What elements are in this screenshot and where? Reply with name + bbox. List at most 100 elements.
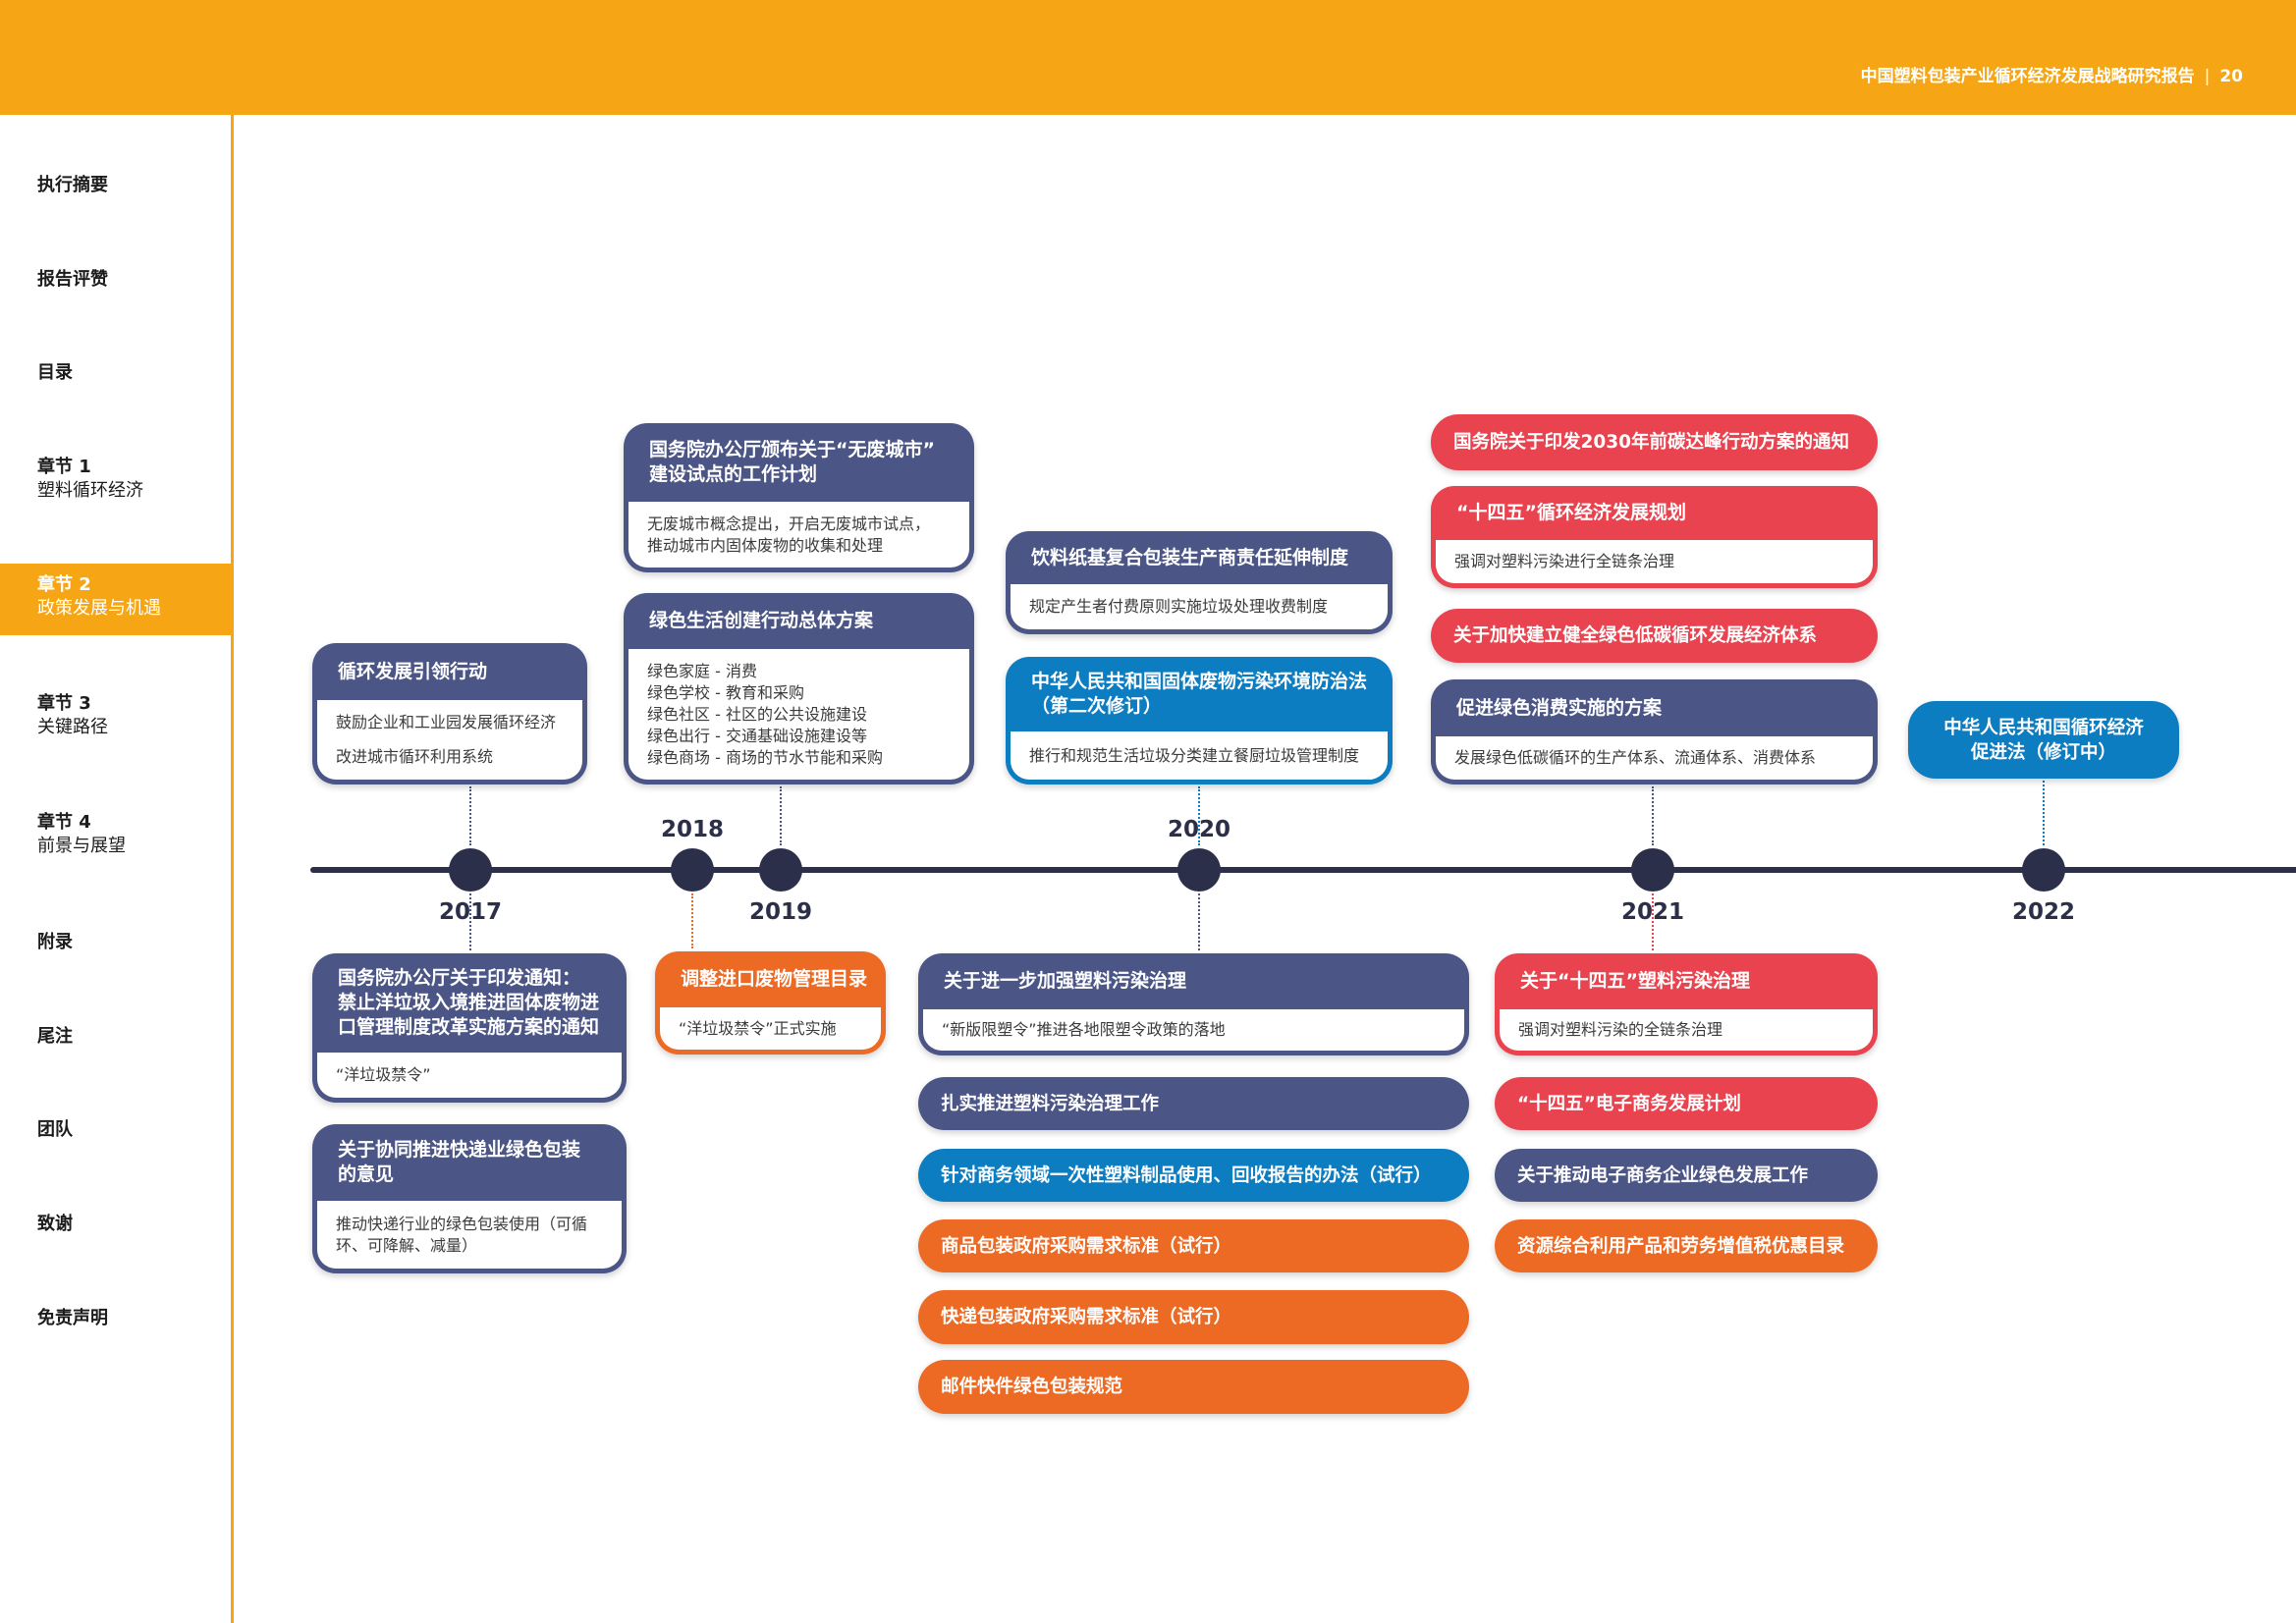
sidebar-item-chapter-4[interactable]: 章节 4 前景与展望 bbox=[37, 811, 226, 858]
policy-card: 关于“十四五”塑料污染治理 强调对塑料污染的全链条治理 bbox=[1495, 953, 1878, 1055]
connector-2022-above bbox=[2043, 781, 2045, 845]
policy-pill: 商品包装政府采购需求标准（试行） bbox=[918, 1219, 1469, 1272]
policy-card-title: 国务院办公厅关于印发通知： 禁止洋垃圾入境推进固体废物进 口管理制度改革实施方案… bbox=[338, 967, 600, 1038]
policy-card: 国务院办公厅颁布关于“无废城市” 建设试点的工作计划 无废城市概念提出，开启无废… bbox=[624, 423, 974, 572]
policy-card-line: 改进城市循环利用系统 bbox=[336, 746, 494, 766]
timeline-marker-2021 bbox=[1631, 848, 1674, 892]
policy-pill-title: 关于加快建立健全绿色低碳循环发展经济体系 bbox=[1453, 625, 1818, 646]
sidebar-item-label: 报告评赞 bbox=[37, 269, 108, 290]
timeline-marker-2018 bbox=[671, 848, 714, 892]
policy-card-title: 关于“十四五”塑料污染治理 bbox=[1520, 970, 1750, 992]
sidebar-item-label: 免责声明 bbox=[37, 1308, 108, 1328]
policy-pill-title: 邮件快件绿色包装规范 bbox=[941, 1377, 1123, 1397]
policy-card-line: 绿色商场 - 商场的节水节能和采购 bbox=[647, 747, 883, 767]
policy-card-line: 绿色家庭 - 消费 bbox=[647, 661, 757, 680]
policy-card-title: 循环发展引领行动 bbox=[338, 660, 488, 682]
policy-card-line: 鼓励企业和工业园发展循环经济 bbox=[336, 713, 557, 732]
policy-pill-title: 快递包装政府采购需求标准（试行） bbox=[941, 1307, 1232, 1327]
sidebar-item-subtitle: 关键路径 bbox=[37, 717, 108, 737]
timeline-axis bbox=[310, 867, 2296, 873]
policy-card-title: 调整进口废物管理目录 bbox=[681, 968, 868, 990]
policy-pill: 针对商务领域一次性塑料制品使用、回收报告的办法（试行） bbox=[918, 1149, 1469, 1202]
policy-card: 循环发展引领行动 鼓励企业和工业园发展循环经济 改进城市循环利用系统 bbox=[312, 643, 587, 784]
timeline-marker-2020 bbox=[1177, 848, 1221, 892]
policy-card-body: 绿色家庭 - 消费 绿色学校 - 教育和采购 绿色社区 - 社区的公共设施建设 … bbox=[629, 649, 969, 780]
policy-card-title: “十四五”循环经济发展规划 bbox=[1456, 502, 1686, 523]
policy-card-title: 关于进一步加强塑料污染治理 bbox=[944, 970, 1187, 992]
connector-2018-below bbox=[691, 893, 693, 948]
policy-pill-title: 关于推动电子商务企业绿色发展工作 bbox=[1517, 1164, 1809, 1186]
policy-pill: “十四五”电子商务发展计划 bbox=[1495, 1077, 1878, 1130]
sidebar-item-label: 章节 4 bbox=[37, 812, 91, 833]
sidebar-item-team[interactable]: 团队 bbox=[37, 1118, 226, 1142]
policy-card: 关于进一步加强塑料污染治理 “新版限塑令”推进各地限塑令政策的落地 bbox=[918, 953, 1469, 1055]
sidebar-item-label: 章节 1 bbox=[37, 457, 91, 477]
sidebar-item-chapter-1[interactable]: 章节 1 塑料循环经济 bbox=[37, 456, 226, 503]
sidebar-item-report-reviews[interactable]: 报告评赞 bbox=[37, 268, 226, 292]
policy-pill-title: 资源综合利用产品和劳务增值税优惠目录 bbox=[1517, 1235, 1845, 1257]
connector-2021-above bbox=[1652, 786, 1654, 845]
sidebar-item-appendix[interactable]: 附录 bbox=[37, 931, 226, 954]
policy-card-body: 推行和规范生活垃圾分类建立餐厨垃圾管理制度 bbox=[1011, 731, 1388, 780]
policy-card-body: 鼓励企业和工业园发展循环经济 改进城市循环利用系统 bbox=[317, 700, 582, 780]
policy-pill: 扎实推进塑料污染治理工作 bbox=[918, 1077, 1469, 1130]
policy-card-title: 绿色生活创建行动总体方案 bbox=[649, 610, 874, 631]
sidebar-divider bbox=[231, 115, 234, 1623]
sidebar-item-label: 团队 bbox=[37, 1119, 73, 1140]
policy-pill-title: “十四五”电子商务发展计划 bbox=[1517, 1093, 1741, 1114]
policy-card-line: 绿色社区 - 社区的公共设施建设 bbox=[647, 704, 867, 724]
policy-card: 饮料纸基复合包装生产商责任延伸制度 规定产生者付费原则实施垃圾处理收费制度 bbox=[1006, 531, 1393, 634]
sidebar-item-chapter-2[interactable]: 章节 2 政策发展与机遇 bbox=[37, 573, 226, 621]
report-running-title: 中国塑料包装产业循环经济发展战略研究报告|20 bbox=[1861, 65, 2243, 88]
sidebar-item-executive-summary[interactable]: 执行摘要 bbox=[37, 174, 226, 197]
policy-card: 关于协同推进快递业绿色包装 的意见 推动快递行业的绿色包装使用（可循 环、可降解… bbox=[312, 1124, 627, 1273]
policy-card: 促进绿色消费实施的方案 发展绿色低碳循环的生产体系、流通体系、消费体系 bbox=[1431, 679, 1878, 784]
sidebar-item-subtitle: 前景与展望 bbox=[37, 836, 126, 856]
header-bar: 中国塑料包装产业循环经济发展战略研究报告|20 bbox=[0, 0, 2296, 115]
policy-card: 绿色生活创建行动总体方案 绿色家庭 - 消费 绿色学校 - 教育和采购 绿色社区… bbox=[624, 593, 974, 784]
year-label-2017: 2017 bbox=[438, 899, 502, 925]
policy-card: 调整进口废物管理目录 “洋垃圾禁令”正式实施 bbox=[655, 951, 886, 1055]
policy-card: “十四五”循环经济发展规划 强调对塑料污染进行全链条治理 bbox=[1431, 486, 1878, 588]
sidebar-item-contents[interactable]: 目录 bbox=[37, 361, 226, 385]
year-label-2021: 2021 bbox=[1620, 899, 1684, 925]
policy-card-line: 绿色学校 - 教育和采购 bbox=[647, 682, 804, 702]
sidebar-item-label: 附录 bbox=[37, 932, 73, 952]
policy-pill-title: 中华人民共和国循环经济 促进法（修订中） bbox=[1943, 717, 2144, 763]
policy-pill-title: 商品包装政府采购需求标准（试行） bbox=[941, 1235, 1232, 1257]
sidebar-active-highlight bbox=[0, 564, 231, 635]
timeline-marker-2019 bbox=[759, 848, 802, 892]
timeline-marker-2017 bbox=[449, 848, 492, 892]
connector-2020-below bbox=[1198, 893, 1200, 950]
policy-card-line: 规定产生者付费原则实施垃圾处理收费制度 bbox=[1029, 597, 1329, 616]
year-label-2022: 2022 bbox=[2011, 899, 2075, 925]
policy-card-line: 绿色出行 - 交通基础设施建设等 bbox=[647, 726, 867, 745]
policy-card-body: 发展绿色低碳循环的生产体系、流通体系、消费体系 bbox=[1436, 736, 1873, 780]
policy-card-line: 无废城市概念提出，开启无废城市试点， 推动城市内固体废物的收集和处理 bbox=[647, 514, 931, 555]
policy-card-title: 关于协同推进快递业绿色包装 的意见 bbox=[338, 1139, 581, 1185]
sidebar-item-chapter-3[interactable]: 章节 3 关键路径 bbox=[37, 692, 226, 739]
policy-pill-title: 针对商务领域一次性塑料制品使用、回收报告的办法（试行） bbox=[941, 1164, 1432, 1186]
policy-card-line: “洋垃圾禁令” bbox=[336, 1065, 431, 1084]
connector-2021-below bbox=[1652, 893, 1654, 950]
sidebar-item-endnotes[interactable]: 尾注 bbox=[37, 1025, 226, 1049]
policy-card-title: 中华人民共和国固体废物污染环境防治法 （第二次修订） bbox=[1031, 671, 1368, 717]
sidebar-item-label: 目录 bbox=[37, 362, 73, 383]
policy-card-line: 推动快递行业的绿色包装使用（可循 环、可降解、减量） bbox=[336, 1214, 588, 1255]
policy-card-title: 国务院办公厅颁布关于“无废城市” 建设试点的工作计划 bbox=[649, 439, 935, 485]
policy-card-line: 发展绿色低碳循环的生产体系、流通体系、消费体系 bbox=[1454, 748, 1817, 767]
policy-card-title: 饮料纸基复合包装生产商责任延伸制度 bbox=[1031, 546, 1349, 568]
policy-card: 国务院办公厅关于印发通知： 禁止洋垃圾入境推进固体废物进 口管理制度改革实施方案… bbox=[312, 953, 627, 1103]
policy-pill-title: 扎实推进塑料污染治理工作 bbox=[941, 1093, 1160, 1114]
year-label-2019: 2019 bbox=[748, 899, 812, 925]
policy-pill: 快递包装政府采购需求标准（试行） bbox=[918, 1290, 1469, 1344]
timeline-marker-2022 bbox=[2022, 848, 2065, 892]
policy-card-body: 强调对塑料污染的全链条治理 bbox=[1500, 1009, 1873, 1051]
sidebar-item-disclaimer[interactable]: 免责声明 bbox=[37, 1307, 226, 1330]
policy-card-body: 无废城市概念提出，开启无废城市试点， 推动城市内固体废物的收集和处理 bbox=[629, 502, 969, 568]
policy-card-body: “新版限塑令”推进各地限塑令政策的落地 bbox=[923, 1009, 1464, 1051]
sidebar-item-acknowledgements[interactable]: 致谢 bbox=[37, 1213, 226, 1236]
policy-card-body: 规定产生者付费原则实施垃圾处理收费制度 bbox=[1011, 584, 1388, 629]
sidebar-item-label: 致谢 bbox=[37, 1214, 73, 1234]
sidebar-item-subtitle: 塑料循环经济 bbox=[37, 480, 143, 501]
